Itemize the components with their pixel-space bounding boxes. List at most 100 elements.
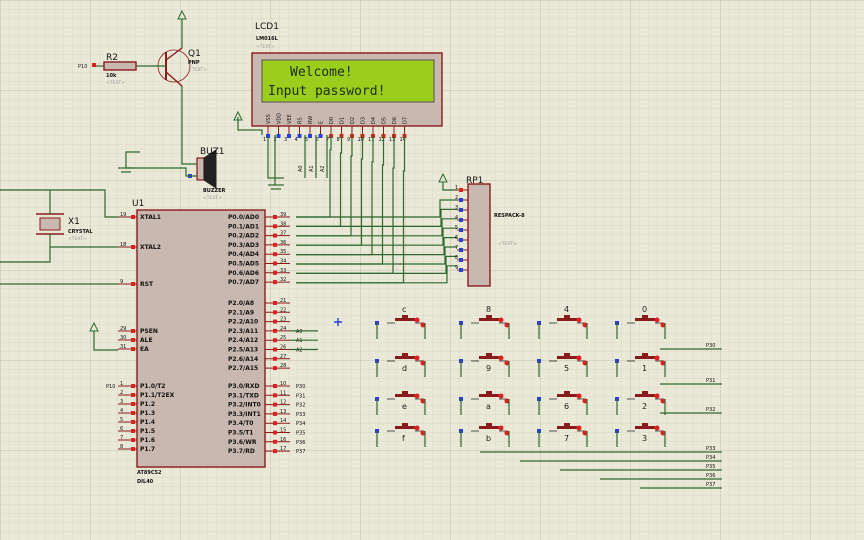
lcd-pin-label: D4 [371,117,377,124]
keypad-key-label: 2 [642,402,647,411]
keypad-key[interactable]: 7 [537,423,588,447]
mcu-right-pin-number: 11 [280,390,286,396]
mcu-right-pin-label: P2.5/A13 [228,347,258,354]
keypad-key[interactable]: e [375,391,426,415]
keypad-key-label: 7 [564,434,569,443]
keypad-key[interactable]: 8 [459,305,510,339]
mcu-u1[interactable] [136,209,266,468]
lcd-pin-number: 8 [337,137,340,143]
keypad-key[interactable]: 3 [615,423,666,447]
keypad-key-label: 1 [642,364,647,373]
mcu-net-label: P35 [296,431,305,437]
keypad-key[interactable]: 6 [537,391,588,415]
mcu-left-pin-label: RST [140,281,154,288]
mcu-right-pin-label: P0.0/AD0 [228,214,259,221]
mcu-right-pin-label: P0.1/AD1 [228,223,259,230]
r2-net-label: P10 [78,64,87,70]
power-terminal-icon [233,110,243,121]
lcd-pin-label: D0 [329,117,335,124]
mcu-right-pin-number: 25 [280,335,286,341]
keypad-net-label: P35 [706,464,715,470]
lcd-pin-label: RS [298,117,304,124]
mcu-right-pin-number: 22 [280,307,286,313]
lcd-pin-node [308,134,312,138]
keypad-key[interactable]: 5 [537,353,588,377]
lcd-net-a1: A1 [309,165,315,172]
mcu-left-pin-label: P1.6 [140,437,155,444]
mcu-right-pin-label: P0.4/AD4 [228,251,259,258]
lcd-pin-number: 12 [379,137,385,143]
mcu-left-pin-label: P1.5 [140,428,155,435]
lcd-pin-number: 11 [368,137,374,143]
keypad-net-label: P33 [706,446,715,452]
rp1-pin-number: 6 [455,235,458,241]
mcu-net-label: P33 [296,412,305,418]
lcd-pin-label: D6 [392,117,398,124]
rp1-pin-number: 8 [455,255,458,261]
mcu-net-label: P37 [296,449,305,455]
mcu-p10-net: P10 [106,384,115,390]
lcd-pin-label: E [319,121,325,124]
mcu-left-pin-label: XTAL2 [140,244,161,251]
keypad-key-label: 4 [564,305,569,314]
crystal-ref: X1 [68,217,80,227]
respack-rp1[interactable] [467,183,491,287]
mcu-left-pin-label: P1.1/T2EX [140,392,175,399]
lcd-pin-label: D5 [382,117,388,124]
mcu-net-label: A0 [296,329,303,335]
rp1-pin-number: 2 [455,195,458,201]
keypad-key[interactable]: 1 [615,353,666,377]
keypad-key-label: 8 [486,305,491,314]
crosshair-cursor-icon [334,318,342,326]
mcu-right-pin-label: P2.3/A11 [228,328,258,335]
mcu-right-pin-number: 28 [280,363,286,369]
mcu-right-pin-label: P0.5/AD5 [228,261,259,268]
lcd-line-1: Welcome! [290,65,353,80]
lcd-model: LM016L [256,36,279,42]
lcd-pin-number: 13 [389,137,395,143]
mcu-right-pin-number: 39 [280,212,286,218]
mcu-right-pin-label: P2.1/A9 [228,309,254,316]
lcd-screen [261,59,435,103]
rp1-pin-number: 1 [455,185,458,191]
keypad-key[interactable]: 4 [537,305,588,339]
buzzer-ref: BUZ1 [200,147,225,157]
keypad-key-label: a [486,402,491,411]
rp1-pin-number: 5 [455,225,458,231]
mcu-right-pin-label: P3.7/RD [228,448,255,455]
keypad-key[interactable]: 9 [459,353,510,377]
keypad-key[interactable]: d [375,353,426,377]
lcd-display[interactable]: Welcome! Input password! [251,52,443,127]
keypad-matrix[interactable]: c 8 4 0 d 9 5 1 e a 6 2 f b 7 3 [375,305,666,447]
lcd-pin-label: VSS [266,114,272,124]
keypad-key-label: e [402,402,407,411]
lcd-net-a0: A0 [298,165,304,172]
mcu-left-pin-number: 19 [120,212,126,218]
mcu-right-pin-label: P0.7/AD7 [228,279,259,286]
lcd-data-bus [296,135,457,284]
resistor-r2[interactable] [103,61,137,71]
mcu-right-pin-label: P3.2/INT0 [228,402,261,409]
keypad-key[interactable]: 2 [615,391,666,415]
rp1-text-tag: <TEXT> [498,241,517,247]
mcu-net-label: P34 [296,421,305,427]
mcu-package: DIL40 [137,479,154,485]
keypad-key[interactable]: a [459,391,510,415]
mcu-left-pin-number: 30 [120,335,126,341]
mcu-left-pin-number: 1 [120,381,123,387]
keypad-net-label: P36 [706,473,715,479]
lcd-pin-number: 14 [400,137,406,143]
mcu-right-pin-number: 15 [280,428,286,434]
lcd-net-a2: A2 [320,165,326,172]
keypad-key[interactable]: 0 [615,305,666,339]
lcd-pin-number: 10 [358,137,364,143]
keypad-key[interactable]: c [375,305,426,339]
buzzer-buz1[interactable] [196,149,217,189]
keypad-key-label: 9 [486,364,491,373]
mcu-right-pin-number: 23 [280,317,286,323]
keypad-key[interactable]: f [375,423,426,447]
mcu-right-pin-label: P0.3/AD3 [228,242,259,249]
lcd-pin-number: 5 [305,137,308,143]
keypad-key[interactable]: b [459,423,510,447]
